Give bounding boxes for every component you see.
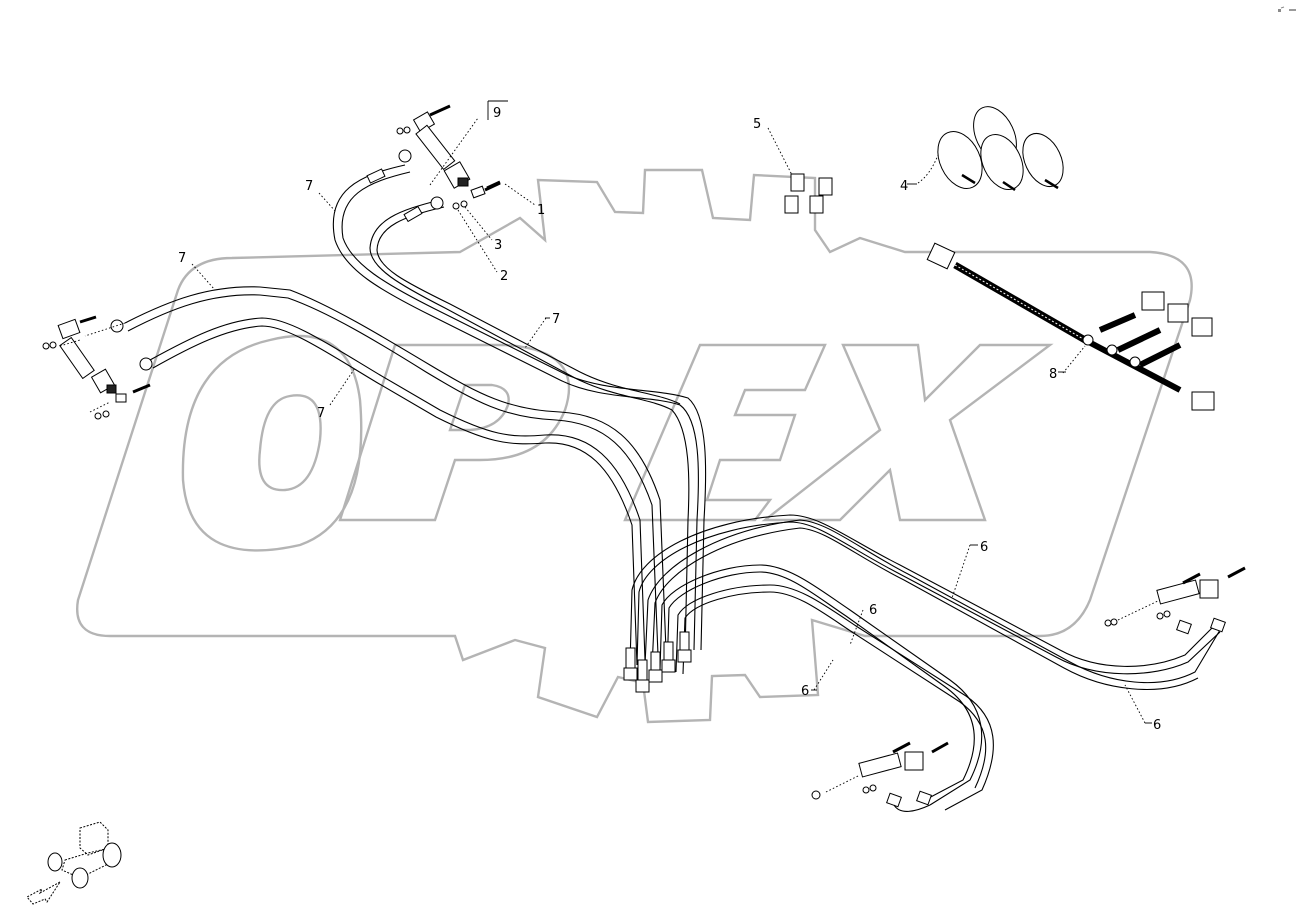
callout-3: 3 <box>494 238 502 253</box>
callout-7-center: 7 <box>552 312 560 327</box>
coupler-assembly-bottom <box>811 741 949 812</box>
watermark <box>76 168 1193 724</box>
hose-end-fittings <box>623 631 692 693</box>
watermark-letter-x <box>761 343 1054 522</box>
callout-6-right: 6 <box>1153 718 1161 733</box>
leader-lines <box>191 117 1152 724</box>
callout-1: 1 <box>537 203 545 218</box>
corner-mark <box>1278 6 1296 12</box>
label-tags <box>784 173 833 214</box>
callout-5: 5 <box>753 117 761 132</box>
callout-7-top: 7 <box>305 179 313 194</box>
callout-labels: 1 2 3 4 5 6 6 6 6 7 7 7 7 8 9 <box>178 106 1161 733</box>
watermark-letter-e <box>623 343 827 522</box>
hose-group-6 <box>629 514 1221 811</box>
watermark-letter-o-inner <box>258 394 322 492</box>
cable-ties <box>937 106 1064 192</box>
callout-7-left: 7 <box>178 251 186 266</box>
fasteners-1-2-3 <box>484 181 501 192</box>
callout-4: 4 <box>900 179 908 194</box>
callout-6-upper: 6 <box>980 540 988 555</box>
callout-2: 2 <box>500 269 508 284</box>
coupler-assembly-left <box>42 315 153 420</box>
tractor-orientation-icon <box>26 821 122 905</box>
reference-box-9 <box>487 100 508 120</box>
coupler-assembly-top <box>366 104 501 223</box>
coupler-assembly-right <box>1104 566 1246 635</box>
electrical-harness <box>926 242 1215 411</box>
callout-6-lower: 6 <box>801 684 809 699</box>
callout-8: 8 <box>1049 367 1057 382</box>
watermark-gear-outline <box>76 168 1193 724</box>
hose-group-7 <box>124 164 707 666</box>
callout-6-middle: 6 <box>869 603 877 618</box>
watermark-letter-o <box>181 334 363 552</box>
callout-9: 9 <box>493 106 501 121</box>
callout-7-lower: 7 <box>317 406 325 421</box>
